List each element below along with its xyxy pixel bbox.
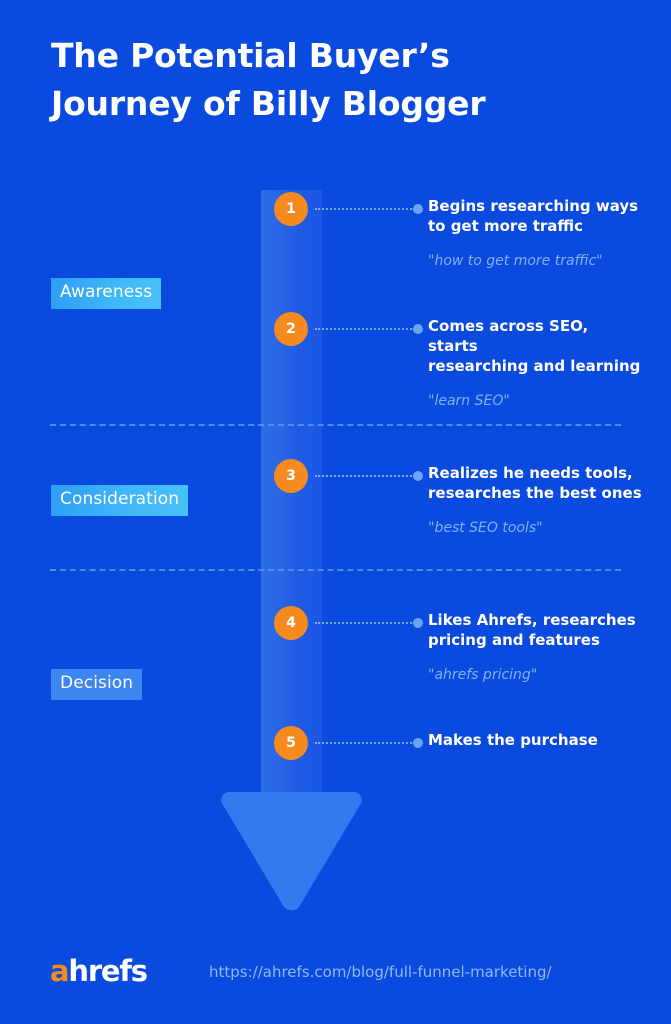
- step-text-line-2: to get more traffic: [428, 217, 584, 235]
- step-number-badge: 4: [274, 606, 308, 640]
- step-body: Likes Ahrefs, researches pricing and fea…: [428, 610, 643, 685]
- step-endpoint-dot: [413, 738, 423, 748]
- step-body: Begins researching ways to get more traf…: [428, 196, 643, 271]
- step-endpoint-dot: [413, 204, 423, 214]
- step-number-badge: 2: [274, 312, 308, 346]
- step-text-line-1: Begins researching ways: [428, 197, 639, 215]
- step-text-line-2: researching and learning: [428, 357, 641, 375]
- source-url[interactable]: https://ahrefs.com/blog/full-funnel-mark…: [209, 963, 552, 981]
- step-search-query: "best SEO tools": [428, 520, 543, 536]
- stage-badge-awareness: Awareness: [51, 278, 162, 309]
- step-connector-line: [315, 208, 415, 210]
- ahrefs-logo-a: a: [50, 954, 70, 988]
- step-number-badge: 1: [274, 192, 308, 226]
- step-search-query: "ahrefs pricing": [428, 667, 538, 683]
- step-number-badge: 5: [274, 726, 308, 760]
- ahrefs-logo: ahrefs: [50, 952, 148, 990]
- step-text-line-1: Realizes he needs tools,: [428, 464, 633, 482]
- stage-divider-awareness-consideration: [50, 424, 621, 426]
- step-endpoint-dot: [413, 618, 423, 628]
- step-text-line-2: pricing and features: [428, 631, 600, 649]
- step-body: Makes the purchase: [428, 730, 643, 750]
- page-title: The Potential Buyer’s Journey of Billy B…: [51, 32, 611, 128]
- page-title-line-2: Journey of Billy Blogger: [51, 84, 486, 123]
- step-connector-line: [315, 622, 415, 624]
- step-connector-line: [315, 328, 415, 330]
- step-endpoint-dot: [413, 324, 423, 334]
- page-title-line-1: The Potential Buyer’s: [51, 36, 450, 75]
- step-connector-line: [315, 475, 415, 477]
- step-connector-line: [315, 742, 415, 744]
- step-text-line-1: Comes across SEO, starts: [428, 317, 589, 355]
- stage-divider-consideration-decision: [50, 569, 621, 571]
- step-body: Comes across SEO, starts researching and…: [428, 316, 643, 411]
- step-search-query: "learn SEO": [428, 393, 510, 409]
- step-text-line-1: Makes the purchase: [428, 731, 598, 749]
- stage-badge-consideration: Consideration: [51, 485, 189, 516]
- step-endpoint-dot: [413, 471, 423, 481]
- step-text-line-1: Likes Ahrefs, researches: [428, 611, 636, 629]
- step-number-badge: 3: [274, 459, 308, 493]
- step-body: Realizes he needs tools, researches the …: [428, 463, 643, 538]
- stage-badge-decision: Decision: [51, 669, 143, 700]
- step-text-line-2: researches the best ones: [428, 484, 642, 502]
- ahrefs-logo-wordmark: hrefs: [68, 954, 148, 988]
- funnel-arrow-shaft: [261, 190, 322, 800]
- funnel-arrow-head-icon: [219, 788, 364, 916]
- step-search-query: "how to get more traffic": [428, 253, 603, 269]
